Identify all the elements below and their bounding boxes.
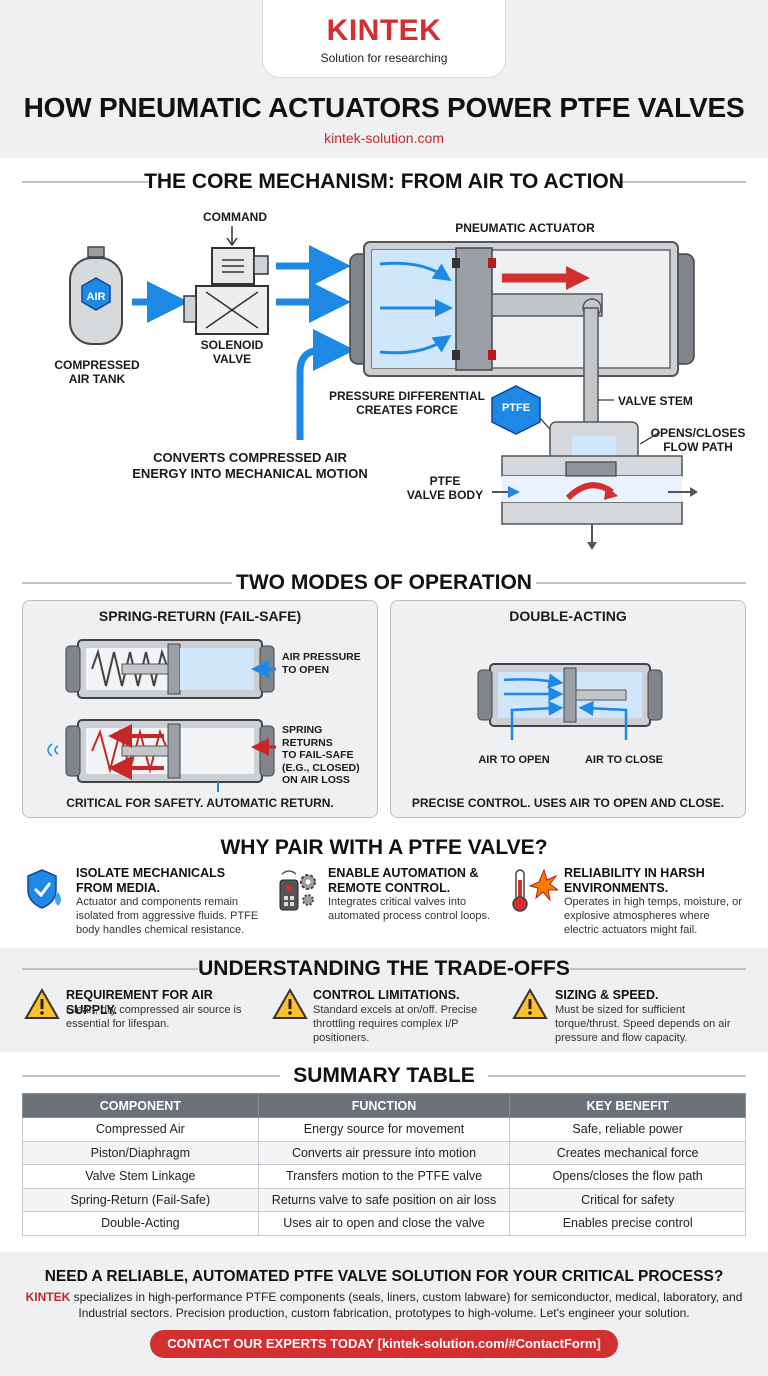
spring-return-title: SPRING-RETURN (FAIL-SAFE) (98, 608, 302, 624)
table-cell: Compressed Air (22, 1117, 259, 1142)
tradeoffs-band (0, 948, 768, 1052)
table-cell: Uses air to open and close the valve (257, 1211, 511, 1236)
page-title: HOW PNEUMATIC ACTUATORS POWER PTFE VALVE… (23, 92, 745, 123)
table-cell: Opens/closes the flow path (509, 1164, 746, 1189)
table-cell: Creates mechanical force (509, 1140, 746, 1165)
site-link[interactable]: kintek-solution.com (324, 130, 444, 146)
logo-container (262, 0, 506, 78)
cta-title: NEED A RELIABLE, AUTOMATED PTFE VALVE SO… (44, 1268, 724, 1285)
ptfe-badge-text: PTFE (501, 402, 531, 414)
tradeoff-title: REQUIREMENT FOR AIR SUPPLY. (66, 988, 213, 1017)
table-header-cell: COMPONENT (22, 1093, 259, 1118)
tradeoff-text: Must be sized for sufficient torque/thru… (555, 1004, 731, 1044)
tradeoff-text: Clean, dry compressed air source is esse… (66, 1004, 242, 1030)
tradeoff-title: CONTROL LIMITATIONS. (313, 988, 460, 1002)
label-actuator: PNEUMATIC ACTUATOR (455, 221, 595, 235)
tradeoff-text: Standard excels at on/off. Precise throt… (313, 1004, 478, 1044)
warning-icon (272, 988, 308, 1019)
table-cell: Returns valve to safe position on air lo… (257, 1187, 511, 1212)
brand-tagline: Solution for researching (320, 51, 448, 65)
divider (22, 1075, 280, 1077)
section-heading-modes: TWO MODES OF OPERATION (236, 571, 532, 594)
solenoid-valve-icon (183, 226, 269, 335)
table-cell: Safe, reliable power (509, 1117, 746, 1142)
double-acting-title: DOUBLE-ACTING (509, 608, 627, 624)
divider (22, 181, 150, 183)
why-item-text: Operates in high temps, moisture, or exp… (564, 896, 742, 936)
cta-text: KINTEK specializes in high-performance P… (20, 1290, 748, 1321)
table-header-row: COMPONENT FUNCTION KEY BENEFIT (22, 1093, 746, 1118)
table-row: Spring-Return (Fail-Safe)Returns valve t… (22, 1187, 746, 1212)
section-heading-core: THE CORE MECHANISM: FROM AIR TO ACTION (144, 170, 624, 193)
double-acting-caption: PRECISE CONTROL. USES AIR TO OPEN AND CL… (411, 796, 725, 810)
label-air-to-close: AIR TO CLOSE (584, 754, 664, 766)
air-tank-icon (69, 246, 123, 345)
section-heading-table: SUMMARY TABLE (293, 1064, 475, 1087)
divider (22, 582, 232, 584)
spring-cylinder-return-icon (47, 719, 275, 792)
contact-experts-button[interactable]: CONTACT OUR EXPERTS TODAY [kintek-soluti… (150, 1330, 618, 1358)
table-cell: Transfers motion to the PTFE valve (257, 1164, 511, 1189)
why-item-text: Integrates critical valves into automate… (328, 896, 491, 922)
brand-logo[interactable]: KINTEK (326, 14, 442, 47)
why-item-title: ENABLE AUTOMATION &REMOTE CONTROL. (328, 866, 479, 895)
summary-table: COMPONENT FUNCTION KEY BENEFIT Compresse… (22, 1093, 746, 1236)
remote-control-gear-icon (279, 870, 316, 911)
core-mechanism-diagram (69, 226, 698, 550)
cta-brand: KINTEK (25, 1290, 71, 1304)
tradeoff-title: SIZING & SPEED. (555, 988, 659, 1002)
table-cell: Critical for safety (509, 1187, 746, 1212)
table-cell: Energy source for movement (257, 1117, 511, 1142)
table-cell: Double-Acting (22, 1211, 259, 1236)
table-header-cell: FUNCTION (257, 1093, 511, 1118)
ptfe-badge-icon (491, 385, 541, 435)
table-header-cell: KEY BENEFIT (509, 1093, 746, 1118)
divider (488, 1075, 746, 1077)
cta-body: specializes in high-performance PTFE com… (70, 1290, 743, 1320)
table-cell: Enables precise control (509, 1211, 746, 1236)
section-heading-tradeoffs: UNDERSTANDING THE TRADE-OFFS (198, 957, 570, 980)
thermometer-explosion-icon (512, 868, 558, 912)
spring-cylinder-open-icon (65, 639, 275, 699)
warning-icon (24, 988, 60, 1019)
double-acting-diagram (477, 663, 663, 740)
divider (570, 968, 746, 970)
spring-return-diagram (47, 639, 276, 792)
label-air-to-open: AIR TO OPEN (478, 754, 550, 766)
table-cell: Converts air pressure into motion (257, 1140, 511, 1165)
label-valve-stem: VALVE STEM (618, 394, 693, 408)
divider (618, 181, 746, 183)
table-cell: Valve Stem Linkage (22, 1164, 259, 1189)
spring-return-caption: CRITICAL FOR SAFETY. AUTOMATIC RETURN. (66, 796, 334, 810)
section-heading-why: WHY PAIR WITH A PTFE VALVE? (220, 836, 548, 859)
divider (536, 582, 746, 584)
label-command: COMMAND (203, 210, 267, 224)
pneumatic-actuator-icon (349, 241, 695, 377)
warning-icon (512, 988, 548, 1019)
table-cell: Spring-Return (Fail-Safe) (22, 1187, 259, 1212)
why-item-text: Actuator and components remain isolated … (76, 896, 259, 936)
air-badge-text: AIR (86, 291, 106, 303)
divider (22, 968, 198, 970)
shield-water-icon (27, 869, 61, 909)
ptfe-valve-body-icon (492, 421, 698, 550)
table-cell: Piston/Diaphragm (22, 1140, 259, 1165)
